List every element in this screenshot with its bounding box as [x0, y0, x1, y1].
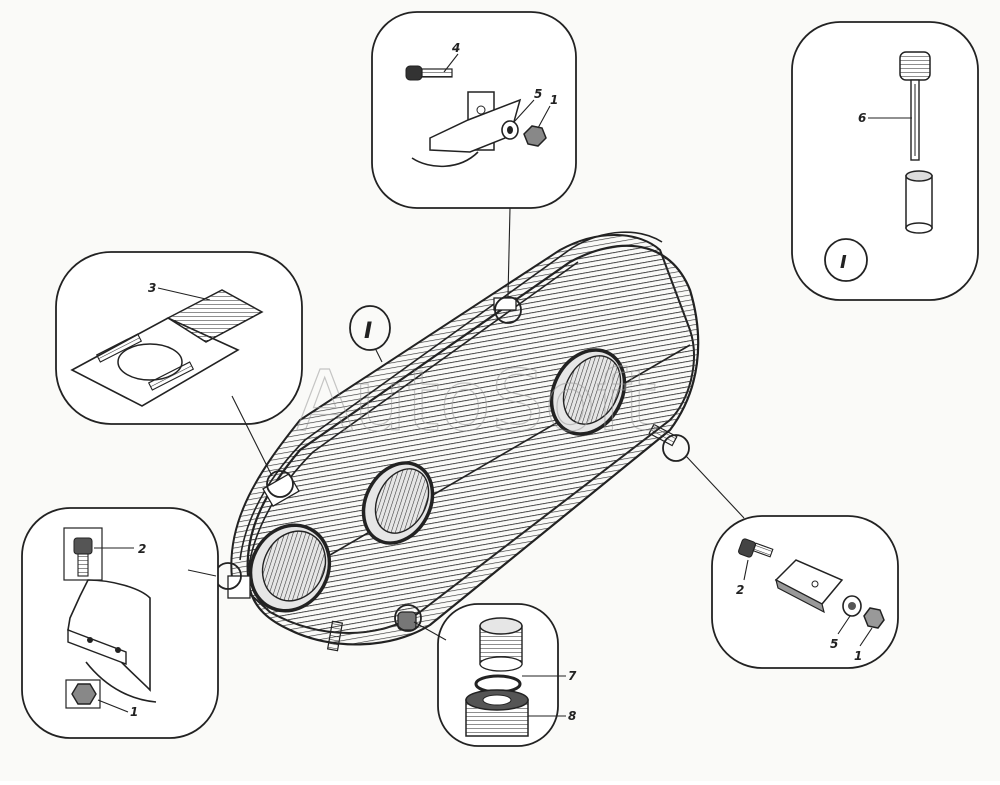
detail-marker-right: [662, 434, 690, 462]
detail-marker-bottom: [394, 604, 422, 632]
callout-top-nut: 1: [550, 93, 558, 107]
block: [774, 559, 844, 614]
plate-3: [166, 289, 264, 343]
callout-top-bolt: 4: [451, 41, 460, 55]
detail-bracket-left: 2 1: [21, 507, 219, 739]
clip-left: [227, 575, 251, 599]
bushing: [905, 170, 933, 234]
detail-rod-bushing: 6 I: [791, 21, 979, 301]
shaft-hole-middle: [361, 461, 435, 545]
detail-block-right: 2 5 1: [685, 455, 899, 669]
view-mark-main-label: I: [364, 319, 372, 344]
detail-marker-top: [494, 296, 522, 324]
callout-right-washer: 5: [830, 637, 838, 651]
nut-1-right: [863, 607, 885, 629]
drain-plug: [397, 611, 417, 631]
shaft-hole-large: [248, 523, 332, 613]
gear-cover-housing: [227, 231, 700, 652]
rod-6: [899, 51, 931, 161]
callout-left-plate: 3: [148, 281, 156, 295]
callout-left-nut: 1: [130, 705, 138, 719]
detail-plate: 3: [55, 251, 303, 477]
cap-7: [479, 617, 523, 672]
callout-right-rod: 6: [858, 111, 866, 125]
view-mark-detail: I: [824, 238, 868, 282]
callout-right-nut: 1: [854, 649, 862, 663]
bolt-2-left: [73, 537, 93, 577]
watermark: AutoSoft: [296, 352, 657, 450]
callout-left-bolt: 2: [138, 542, 146, 556]
detail-marker-left-upper: [266, 470, 294, 498]
callout-bottom-ring: 8: [568, 709, 576, 723]
washer-5-right: [842, 595, 862, 617]
callout-top-washer: 5: [534, 87, 542, 101]
nut-1-left: [65, 679, 101, 709]
view-mark-detail-label: I: [840, 252, 847, 273]
detail-top-bracket: 4 5 1: [371, 11, 577, 297]
ring-8: [465, 689, 529, 737]
bolt-4: [405, 65, 453, 81]
view-mark-main: I: [349, 305, 391, 363]
shaft-hole-upper: [549, 348, 627, 436]
bolt-2-right: [738, 538, 774, 558]
stud-bottom: [326, 620, 344, 652]
plate-slot: [262, 472, 300, 508]
callout-bottom-cap: 7: [568, 669, 577, 683]
callout-right-bolt: 2: [736, 583, 744, 597]
detail-plug: 7 8: [413, 603, 577, 747]
stud-right: [648, 423, 678, 447]
